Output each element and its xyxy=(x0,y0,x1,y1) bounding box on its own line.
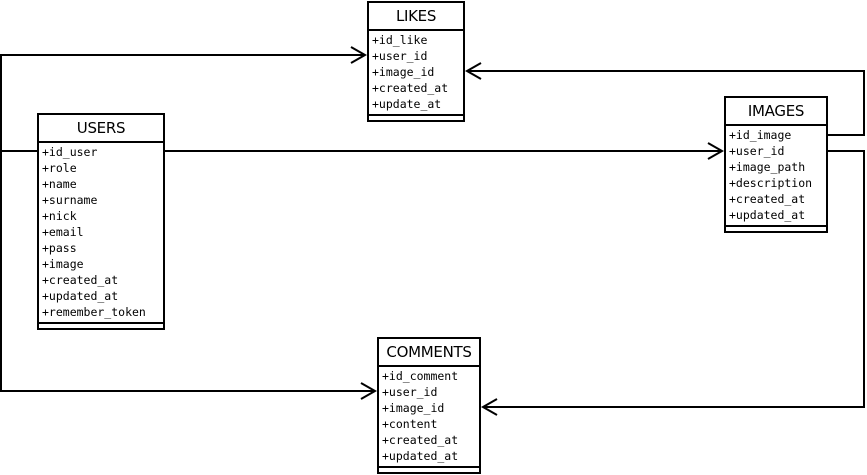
attribute: +created_at xyxy=(729,192,806,206)
attribute: +id_like xyxy=(372,33,428,47)
entity-comments-methods xyxy=(379,466,479,472)
entity-images-title: IMAGES xyxy=(726,98,826,126)
attribute: +image_path xyxy=(729,160,806,174)
relationship-images-likes xyxy=(467,70,865,136)
attribute: +created_at xyxy=(42,273,119,287)
attribute: +updated_at xyxy=(382,449,459,463)
entity-images: IMAGES +id_image +user_id +image_path +d… xyxy=(724,96,828,233)
entity-likes-methods xyxy=(369,114,463,120)
attribute: +update_at xyxy=(372,97,442,111)
attribute: +id_comment xyxy=(382,369,459,383)
attribute: +id_user xyxy=(42,145,98,159)
attribute: +pass xyxy=(42,241,77,255)
attribute: +updated_at xyxy=(42,289,119,303)
relationship-users-likes xyxy=(0,54,365,152)
entity-users-attributes: +id_user +role +name +surname +nick +ema… xyxy=(39,143,163,322)
relationship-users-comments xyxy=(0,151,375,392)
entity-comments: COMMENTS +id_comment +user_id +image_id … xyxy=(377,337,481,474)
attribute: +description xyxy=(729,176,813,190)
attribute: +image_id xyxy=(382,401,445,415)
attribute: +updated_at xyxy=(729,208,806,222)
entity-comments-attributes: +id_comment +user_id +image_id +content … xyxy=(379,367,479,466)
entity-likes: LIKES +id_like +user_id +image_id +creat… xyxy=(367,1,465,122)
attribute: +image_id xyxy=(372,65,435,79)
attribute: +user_id xyxy=(729,144,785,158)
attribute: +surname xyxy=(42,193,98,207)
attribute: +image xyxy=(42,257,84,271)
entity-images-attributes: +id_image +user_id +image_path +descript… xyxy=(726,126,826,225)
relationship-images-comments xyxy=(483,150,865,408)
crowfoot-comments-from-users xyxy=(360,382,378,400)
entity-likes-attributes: +id_like +user_id +image_id +created_at … xyxy=(369,31,463,114)
attribute: +created_at xyxy=(372,81,449,95)
crowfoot-images-from-users xyxy=(707,142,725,160)
attribute: +content xyxy=(382,417,438,431)
entity-comments-title: COMMENTS xyxy=(379,339,479,367)
entity-users: USERS +id_user +role +name +surname +nic… xyxy=(37,113,165,330)
attribute: +remember_token xyxy=(42,305,146,319)
attribute: +created_at xyxy=(382,433,459,447)
attribute: +user_id xyxy=(382,385,438,399)
crowfoot-likes-from-images xyxy=(464,62,482,80)
attribute: +role xyxy=(42,161,77,175)
attribute: +name xyxy=(42,177,77,191)
crowfoot-comments-from-images xyxy=(480,398,498,416)
entity-users-title: USERS xyxy=(39,115,163,143)
attribute: +nick xyxy=(42,209,77,223)
crowfoot-likes-from-users xyxy=(350,46,368,64)
attribute: +user_id xyxy=(372,49,428,63)
entity-likes-title: LIKES xyxy=(369,3,463,31)
entity-users-methods xyxy=(39,322,163,328)
entity-images-methods xyxy=(726,225,826,231)
attribute: +id_image xyxy=(729,128,792,142)
attribute: +email xyxy=(42,225,84,239)
